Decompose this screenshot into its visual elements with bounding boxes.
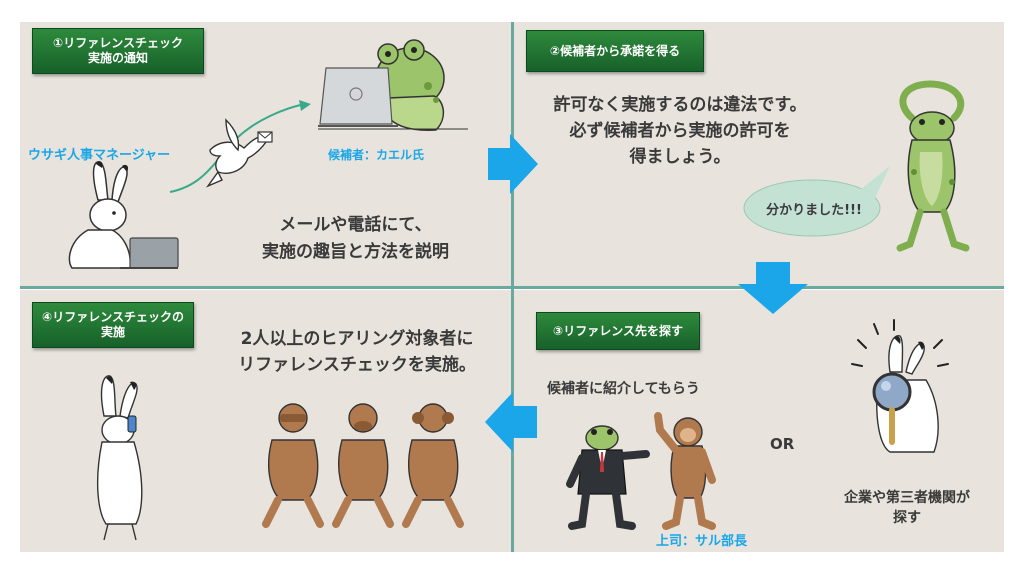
step3-label: ③リファレンス先を探す [536,312,700,350]
step3-alt-line2: 探す [893,510,921,526]
step1-label: ①リファレンスチェック 実施の通知 [32,28,204,74]
horizontal-divider [20,286,1004,289]
frog-in-suit-illustration [566,425,650,530]
step1-label-line2: 実施の通知 [87,51,148,65]
manager-caption: ウサギ人事マネージャー [28,148,171,163]
step3-alt-text: 企業や第三者機関が 探す [822,488,992,528]
step4-text-line1: 2人以上のヒアリング対象者に [240,329,474,349]
step3-intro: 候補者に紹介してもらう [547,381,700,397]
rabbit-search-illustration [851,319,949,453]
step1-text-line2: 実施の趣旨と方法を説明 [262,242,449,262]
step4-text: 2人以上のヒアリング対象者に リファレンスチェックを実施。 [222,326,492,378]
monkey-boss-illustration [654,412,716,530]
bubble-text: 分かりました!!! [766,203,862,218]
frog-candidate-illustration [318,39,468,131]
step4-text-line2: リファレンスチェックを実施。 [238,355,476,375]
frog-ok-illustration [896,80,970,252]
step2-label-text: ②候補者から承諾を得る [549,43,681,58]
step2-text-line2: 必ず候補者から実施の許可を [569,121,791,141]
step2-text-line1: 許可なく実施するのは違法です。 [553,95,807,115]
step1-text: メールや電話にて、 実施の趣旨と方法を説明 [262,212,449,266]
step2-label: ②候補者から承諾を得る [526,30,704,72]
step2-text: 許可なく実施するのは違法です。 必ず候補者から実施の許可を 得ましょう。 [530,92,830,170]
step2-text-line3: 得ましょう。 [629,147,731,167]
step4-label-line1: ④リファレンスチェックの [42,310,184,324]
rabbit-manager-illustration [68,161,179,269]
step3-label-text: ③リファレンス先を探す [553,323,683,338]
step4-label: ④リファレンスチェックの 実施 [32,302,194,348]
candidate-caption: 候補者：カエル氏 [328,148,425,162]
step1-label-line1: ①リファレンスチェック [53,36,183,50]
step1-text-line1: メールや電話にて、 [279,215,432,235]
or-text: OR [770,435,795,453]
arrow-down-icon [738,262,808,314]
arrow-left-icon [485,392,537,452]
step4-label-line2: 実施 [100,325,125,339]
arrow-right-icon [488,134,538,194]
dove-icon [205,118,273,188]
rabbit-phone-illustration [96,375,143,541]
speech-bubble [743,166,890,237]
three-monkeys-illustration [262,403,464,528]
step3-alt-line1: 企業や第三者機関が [844,490,970,506]
boss-caption: 上司：サル部長 [656,534,748,549]
